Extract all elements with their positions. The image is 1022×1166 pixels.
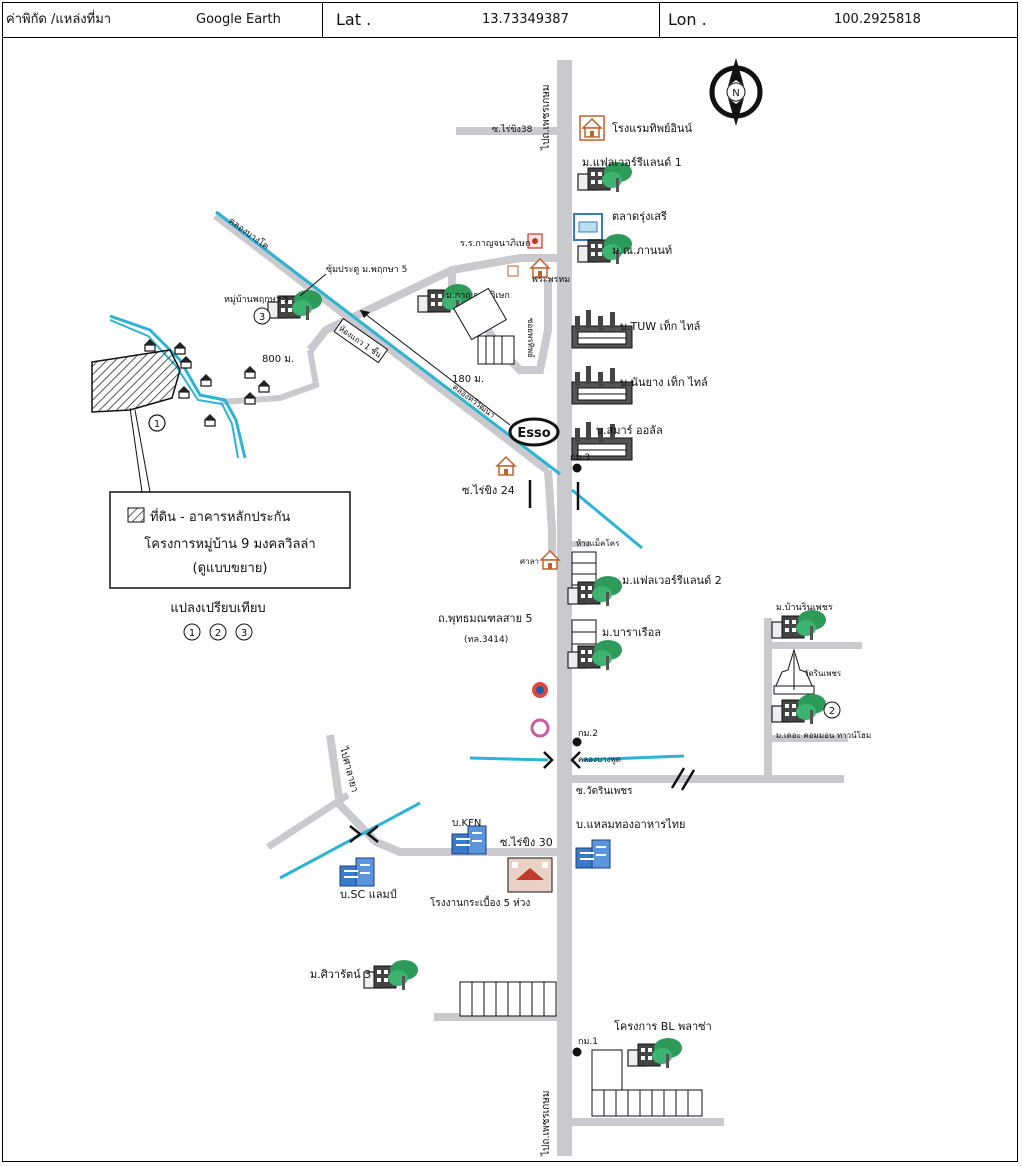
gas-station-icon <box>532 682 548 698</box>
label-school: ร.ร.กาญจนาภิเษก <box>460 238 530 249</box>
label-soi-sign-1: ซอยพรทิพย์ <box>526 318 536 358</box>
compare-marker-2: 2 <box>215 628 221 639</box>
coordinate-source-label: ค่าพิกัด /แหล่งที่มา <box>6 12 112 27</box>
source-value: Google Earth <box>196 12 281 27</box>
tile-factory-icon <box>507 857 553 893</box>
compare-3-on-map: 3 <box>259 312 265 323</box>
row-houses-mid <box>452 287 515 365</box>
lon-label: Lon . <box>668 10 707 29</box>
label-community: ม.เดอะ คอมมอน ทาวน์โฮม <box>776 730 871 740</box>
label-smart: บ.สมาร์ ออลัล <box>596 424 663 437</box>
label-kfn: บ.KFN <box>452 818 481 829</box>
lon-value: 100.2925818 <box>834 12 921 27</box>
header-bar: ค่าพิกัด /แหล่งที่มา Google Earth Lat . … <box>2 2 1018 38</box>
legend-line2: โครงการหมู่บ้าน 9 มงคลวิลล่า <box>144 536 315 552</box>
label-laem-thong: บ.แหลมทองอาหารไทย <box>576 818 685 831</box>
label-esso: Esso <box>517 426 550 441</box>
legend-line3: (ดูแบบขยาย) <box>193 561 268 576</box>
row-houses-south <box>459 981 557 1017</box>
road-soi-rin <box>572 775 844 783</box>
compare-2-on-map: 2 <box>829 706 835 717</box>
temple-icon <box>773 648 815 695</box>
compass-letter: N <box>732 88 739 99</box>
lat-label: Lat . <box>336 10 372 29</box>
compare-legend: แปลงเปรียบเทียบ 1 2 3 <box>170 600 266 641</box>
legend-line1: ที่ดิน - อาคารหลักประกัน <box>150 508 290 525</box>
label-pruksa-5: หมู่บ้านพฤกษา 5 <box>224 294 289 305</box>
diagonal-road <box>213 211 551 474</box>
label-tile-factory: โรงงานกระเบื้อง 5 ห่วง <box>430 895 530 909</box>
label-soi30: ซ.ไร่ขิง 30 <box>500 836 553 849</box>
label-sala: ศาลา <box>520 557 539 566</box>
label-phutthamonthon-5: ถ.พุทธมณฑลสาย 5 <box>438 612 533 625</box>
bridges <box>349 480 696 843</box>
esso-logo-icon <box>508 417 560 447</box>
shrine-icon <box>530 718 550 738</box>
label-nanyang: บ.นันยาง เท็ก ไทล์ <box>620 375 708 389</box>
label-temple-small: พระพรหม <box>532 275 570 285</box>
road-soi38 <box>456 127 560 135</box>
label-soi-rin: ซ.วัดรินเพชร <box>576 786 633 797</box>
label-baan-rin: ม.บ้านรินเพชร <box>776 602 833 613</box>
label-canal-south: คลองบางพูด <box>578 755 621 765</box>
label-bl-plaza: โครงการ BL พลาซ่า <box>614 1019 712 1033</box>
label-wat-rin: วัดรินเพชร <box>804 669 842 678</box>
label-village-gate: ซุ้มประตู ม.พฤกษา 5 <box>326 264 407 275</box>
location-map: N 1 ที่ดิน - อาคารหลักประกัน โครงการหมู่… <box>91 58 871 1157</box>
label-sc-lamp: บ.SC แลมป์ <box>340 888 397 901</box>
lat-value: 13.73349387 <box>482 12 569 27</box>
label-market: ตลาดรุ่งเสรี <box>612 210 667 223</box>
label-km2: กม.2 <box>578 729 598 739</box>
hotel-marker <box>579 115 605 141</box>
label-siwarat: ม.ศิวารัตน์ 3 <box>310 968 371 981</box>
legend-box: ที่ดิน - อาคารหลักประกัน โครงการหมู่บ้าน… <box>109 491 351 589</box>
label-dist-180: 180 ม. <box>452 374 484 385</box>
label-flower-2: ม.แฟลเวอร์รีแลนด์ 2 <box>622 574 722 587</box>
main-road <box>557 60 572 1156</box>
north-compass-icon: N <box>709 58 763 126</box>
label-flower-1: ม.แฟลเวอร์รีแลนด์ 1 <box>582 156 682 169</box>
label-canal-left: คลองบางโค <box>226 216 271 253</box>
subject-marker: 1 <box>154 419 160 430</box>
school-marker <box>527 233 543 249</box>
label-ubonrat: ม.ณ.ภานนท์ <box>612 244 672 257</box>
label-soi24: ซ.ไร่ขิง 24 <box>462 484 515 497</box>
subject-property: 1 <box>91 349 181 493</box>
label-main-road-top: ไปถ.เพชรเกษม <box>540 85 552 151</box>
waterways <box>109 210 685 880</box>
label-tuw: บ.TUW เท็ก ไทล์ <box>620 319 700 333</box>
label-highway-code: (ทล.3414) <box>464 635 508 645</box>
label-hotel: โรงแรมทิพย์อินน์ <box>612 121 693 135</box>
label-main-road-bottom: ไปถ.เพชรเกษม <box>540 1091 552 1157</box>
label-soi38: ซ.ไร่ขิง38 <box>492 124 533 135</box>
compare-marker-3: 3 <box>241 628 247 639</box>
label-km1: กม.1 <box>578 1037 598 1047</box>
compare-title: แปลงเปรียบเทียบ <box>170 600 265 616</box>
row-houses-bl <box>591 1049 703 1117</box>
market-marker <box>573 213 603 241</box>
compare-marker-1: 1 <box>189 628 195 639</box>
label-bara: ม.บาราเรือล <box>602 626 661 639</box>
label-km3: กม.3 <box>570 453 590 463</box>
label-trade-center: ห้างแม็คโคร <box>576 538 620 548</box>
label-dist-800: 800 ม. <box>262 354 294 365</box>
